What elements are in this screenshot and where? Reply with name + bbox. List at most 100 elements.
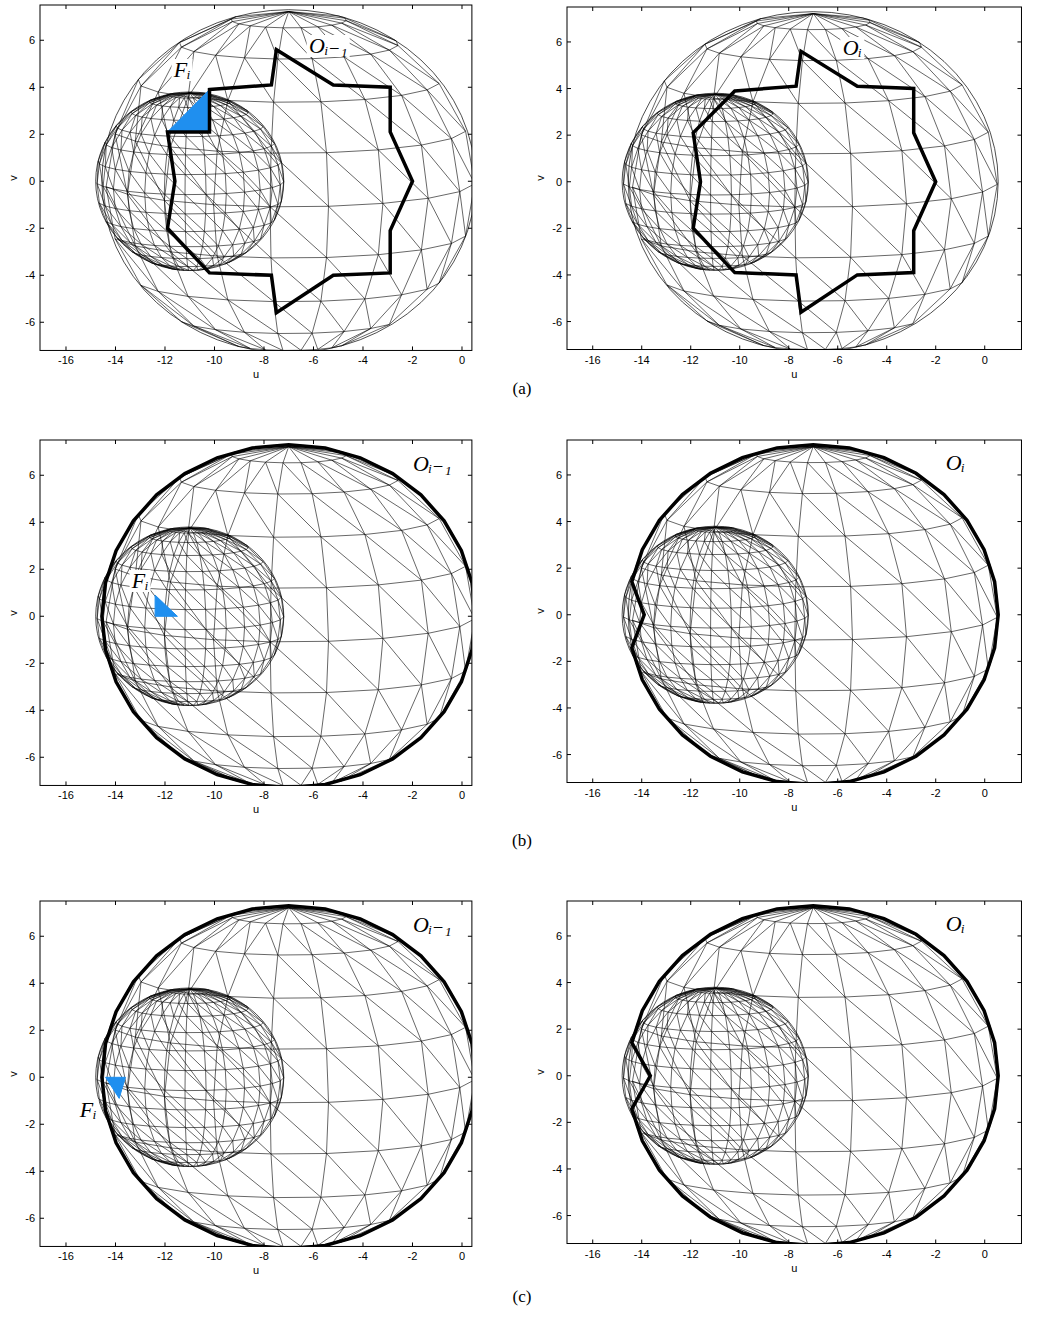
tick-label: 4	[29, 517, 35, 528]
sphere-outline	[628, 445, 998, 783]
tick-label: -10	[732, 354, 748, 365]
tick-label: -12	[683, 787, 699, 798]
tick-label: 0	[29, 176, 35, 187]
tick-label: 0	[556, 176, 562, 187]
tick-label: 6	[556, 36, 562, 47]
tick-label: -6	[309, 790, 319, 801]
tick-label: -4	[882, 1248, 892, 1259]
tick-label: -12	[157, 1251, 173, 1262]
tick-label: 0	[556, 1070, 562, 1081]
tick-label: -14	[108, 1251, 124, 1262]
face-triangle	[155, 595, 177, 616]
tick-label: 2	[29, 129, 35, 140]
axis-label: v	[8, 175, 19, 181]
sphere-mesh	[633, 447, 998, 783]
tick-marks	[567, 440, 1021, 783]
outline-polygon	[102, 445, 472, 786]
tick-label: -12	[157, 355, 173, 366]
outline-label: Oᵢ	[944, 452, 967, 474]
tick-label: -4	[25, 270, 35, 281]
outline-polygon	[168, 50, 413, 313]
axis-label: v	[535, 176, 546, 182]
axes-box	[40, 440, 472, 785]
tick-label: -6	[309, 1251, 319, 1262]
tick-label: -14	[634, 787, 650, 798]
tick-label: -6	[25, 317, 35, 328]
tick-label: -14	[634, 354, 650, 365]
tick-label: -4	[882, 787, 892, 798]
outline-polygon	[632, 445, 998, 783]
tick-label: -6	[833, 1248, 843, 1259]
tick-label: 6	[556, 469, 562, 480]
plot-area	[96, 445, 472, 786]
tick-marks	[567, 7, 1021, 350]
plot-area	[622, 12, 998, 350]
plot-area	[622, 445, 998, 783]
tick-label: -2	[408, 355, 418, 366]
tick-label: -4	[552, 269, 562, 280]
axis-label: v	[535, 1070, 546, 1076]
sphere-outline	[622, 526, 808, 703]
tick-label: -16	[58, 790, 74, 801]
tick-label: -6	[25, 1213, 35, 1224]
tick-label: 6	[29, 931, 35, 942]
sphere-mesh	[106, 447, 472, 786]
sphere-mesh	[97, 989, 284, 1166]
face-triangle	[168, 90, 210, 132]
axes-box	[567, 901, 1021, 1244]
tick-label: -8	[259, 1251, 269, 1262]
tick-label: -10	[207, 355, 223, 366]
tick-label: -2	[931, 354, 941, 365]
outline-label: Oᵢ	[944, 913, 967, 935]
tick-label: -10	[732, 787, 748, 798]
tick-label: -16	[58, 355, 74, 366]
sphere-outline	[628, 12, 998, 350]
tick-label: 2	[556, 130, 562, 141]
tick-label: -2	[931, 1248, 941, 1259]
tick-label: 2	[29, 1025, 35, 1036]
tick-label: -6	[309, 355, 319, 366]
axis-label: v	[8, 1071, 19, 1077]
tick-label: -16	[585, 354, 601, 365]
tick-label: -6	[833, 787, 843, 798]
tick-label: -8	[259, 355, 269, 366]
panel-label: (b)	[512, 832, 532, 849]
outline-polygon	[102, 906, 472, 1247]
sphere-mesh	[106, 12, 472, 351]
tick-label: -8	[784, 354, 794, 365]
sphere-outline	[622, 93, 808, 270]
tick-label: -8	[259, 790, 269, 801]
face-label: Fᵢ	[172, 59, 193, 81]
outline-label: Oᵢ₋₁	[411, 453, 454, 475]
tick-label: 0	[459, 1251, 465, 1262]
tick-label: -2	[25, 223, 35, 234]
sphere-mesh	[633, 908, 998, 1244]
tick-label: 4	[556, 977, 562, 988]
tick-label: -4	[552, 1163, 562, 1174]
sphere-mesh	[106, 908, 472, 1247]
tick-marks	[567, 901, 1021, 1244]
tick-label: -8	[784, 787, 794, 798]
axis-label: u	[253, 369, 259, 380]
tick-label: -14	[108, 355, 124, 366]
tick-label: -12	[683, 354, 699, 365]
tick-label: -16	[585, 1248, 601, 1259]
sphere-outline	[628, 906, 998, 1244]
tick-label: 4	[556, 83, 562, 94]
sphere-outline	[102, 906, 472, 1247]
tick-label: 0	[29, 1072, 35, 1083]
axis-label: u	[791, 1262, 797, 1273]
tick-label: -4	[358, 790, 368, 801]
tick-label: 4	[556, 516, 562, 527]
tick-marks	[40, 901, 472, 1246]
tick-label: 4	[29, 978, 35, 989]
axes-box	[40, 901, 472, 1246]
axis-label: u	[791, 368, 797, 379]
tick-label: -4	[25, 705, 35, 716]
sphere-mesh	[624, 527, 809, 703]
tick-label: -14	[634, 1248, 650, 1259]
axis-label: v	[8, 610, 19, 616]
tick-label: 0	[982, 354, 988, 365]
tick-label: 0	[982, 1248, 988, 1259]
plot-area	[622, 906, 998, 1244]
